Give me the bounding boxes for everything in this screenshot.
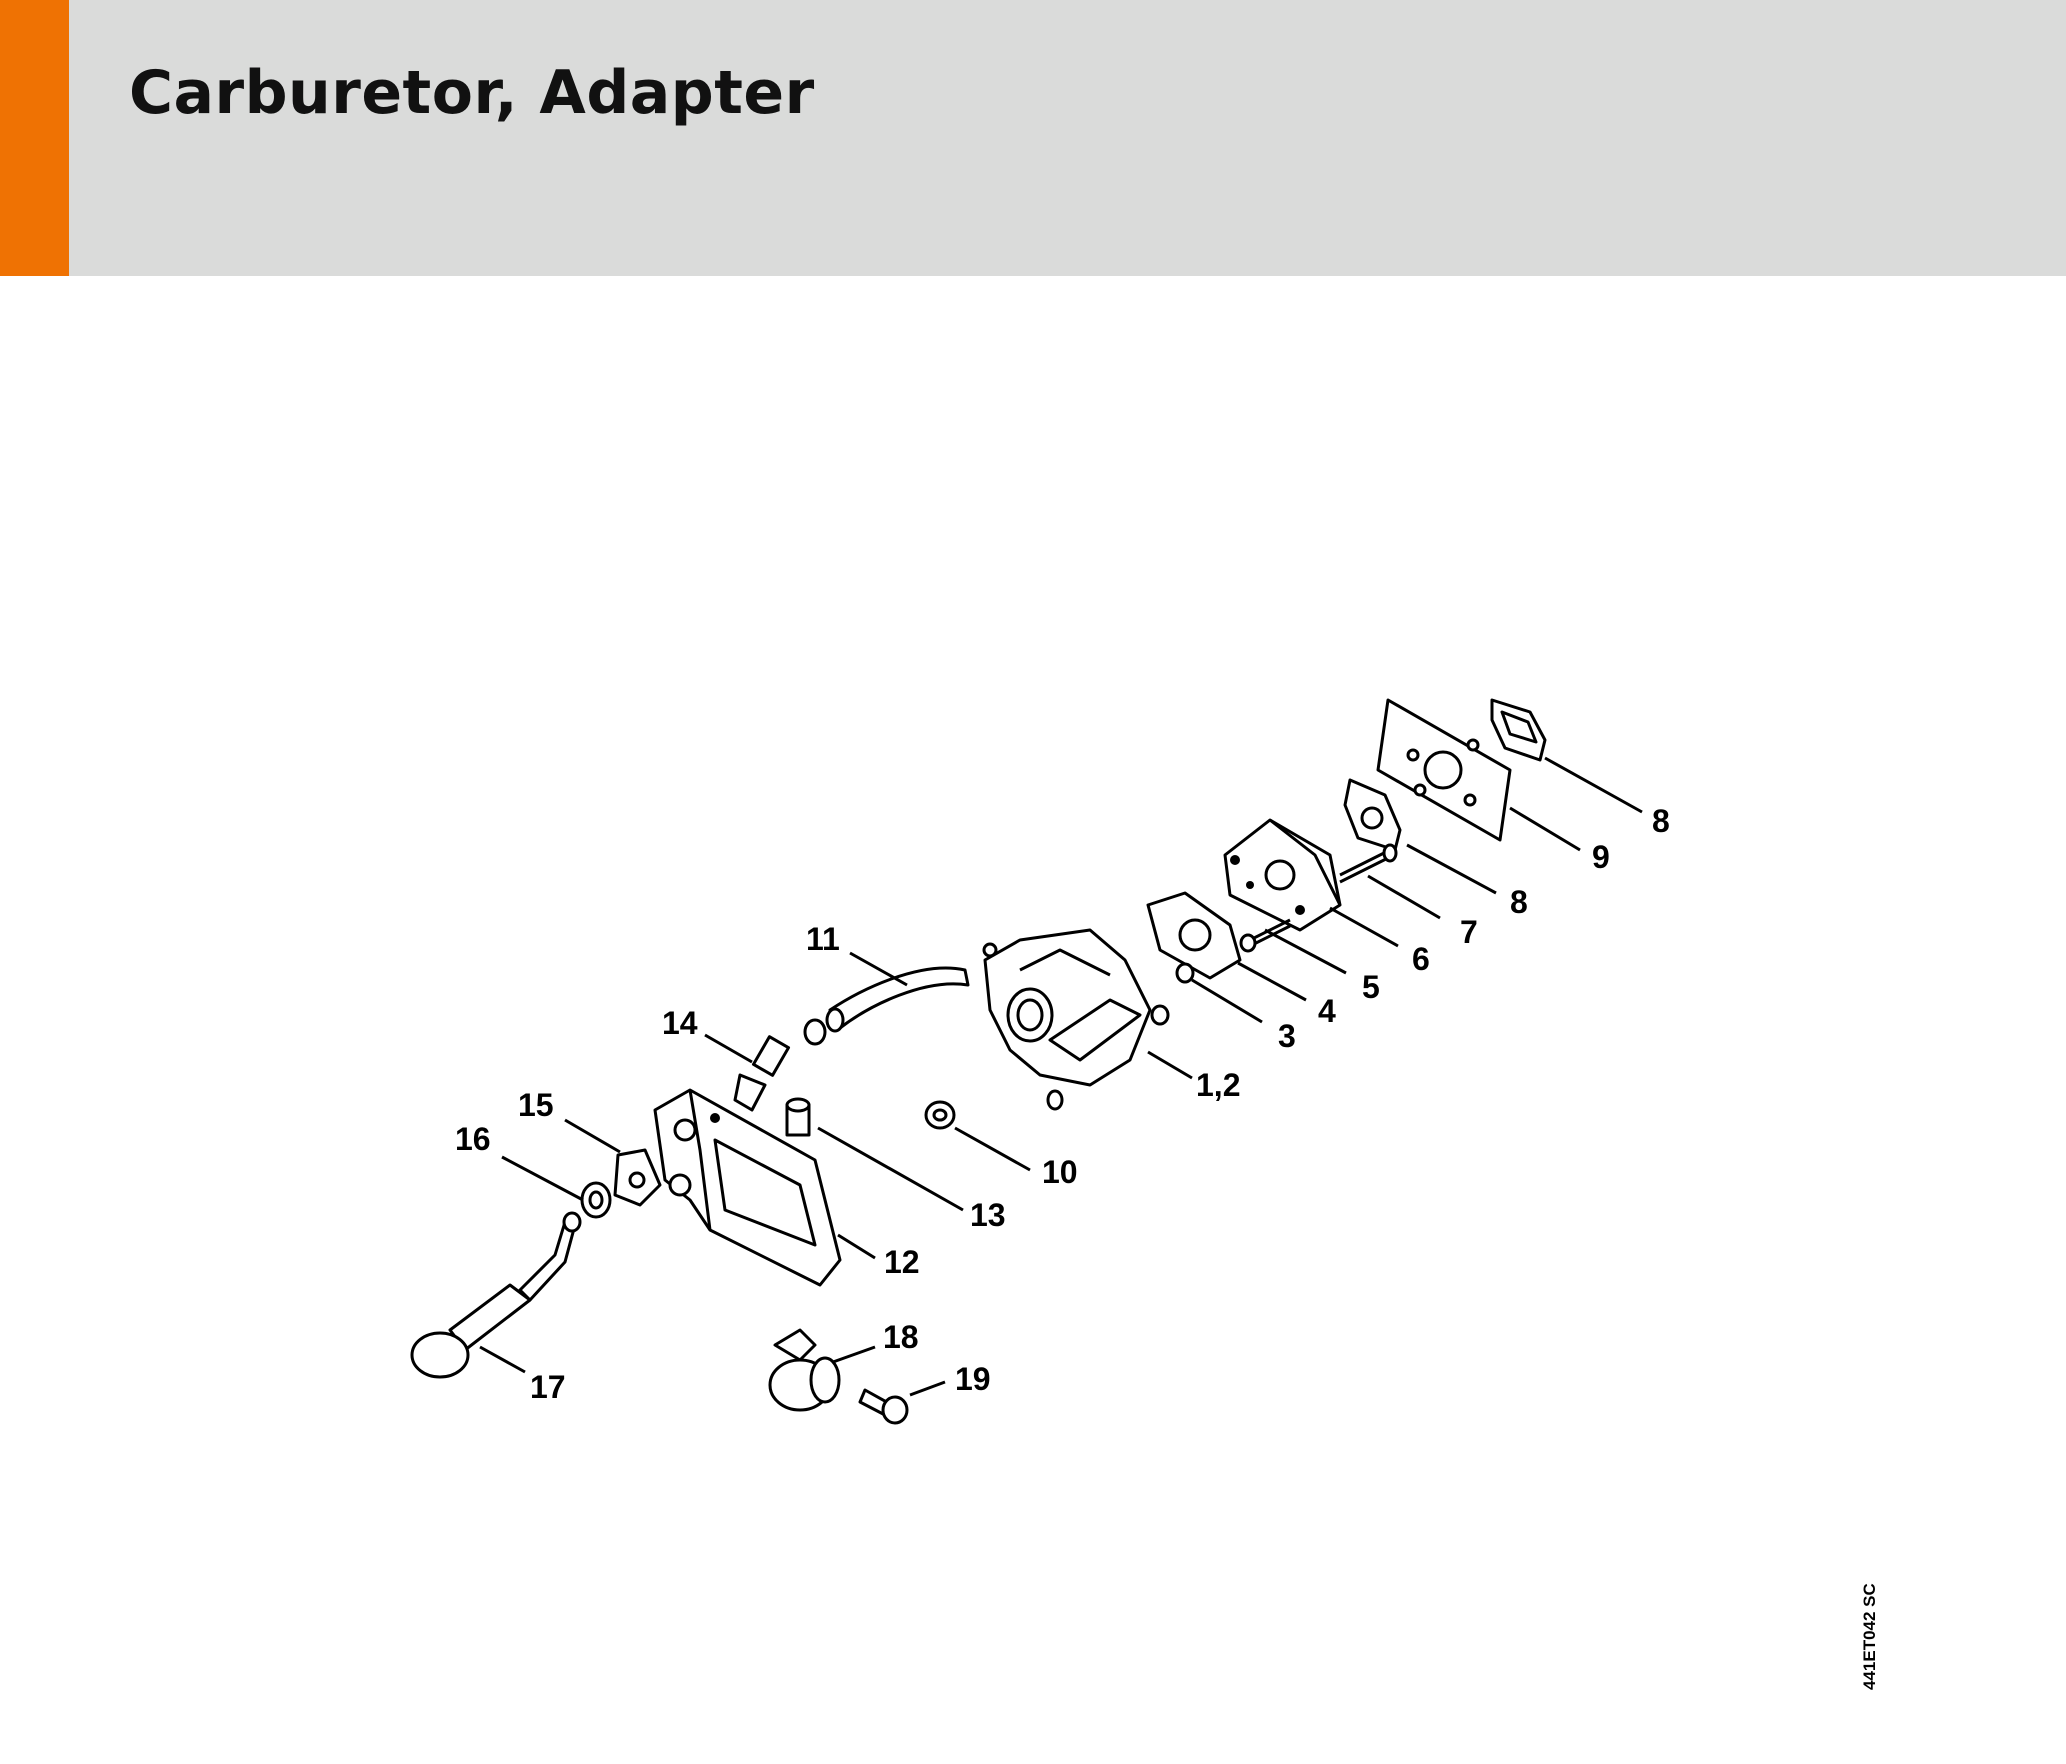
accent-bar (0, 0, 69, 276)
leader-7 (1367, 874, 1441, 920)
leader-8a (1544, 756, 1643, 814)
part-11-hose (825, 966, 970, 1033)
callout-5: 5 (1362, 969, 1380, 1005)
leader-19 (909, 1380, 946, 1397)
part-5-screw (1239, 918, 1291, 953)
part-14-fitting (733, 1018, 827, 1112)
callout-19: 19 (955, 1361, 991, 1397)
part-6-adapter-block (1223, 818, 1342, 932)
leader-15 (564, 1118, 621, 1154)
leader-18 (832, 1345, 876, 1364)
leader-4 (1237, 961, 1307, 1002)
part-18-clamp (768, 1328, 841, 1412)
drawing-code: 441ET042 SC (1860, 1583, 1879, 1690)
part-10-nut (924, 1100, 956, 1130)
callout-4: 4 (1318, 993, 1336, 1029)
callout-7: 7 (1460, 914, 1478, 950)
page-header: Carburetor, Adapter (0, 0, 2066, 276)
callout-9: 9 (1592, 839, 1610, 875)
leader-17 (479, 1345, 526, 1374)
leader-14 (704, 1033, 753, 1064)
callout-18: 18 (883, 1319, 919, 1355)
part-8-gasket-upper (1490, 698, 1547, 762)
page-title: Carburetor, Adapter (129, 58, 815, 128)
callout-8-upper: 8 (1652, 803, 1670, 839)
leader-5 (1264, 928, 1347, 975)
leader-13 (817, 1126, 964, 1212)
leader-9 (1509, 806, 1581, 852)
callout-15: 15 (518, 1087, 554, 1123)
part-3-sleeve (1175, 962, 1195, 984)
callout-6: 6 (1412, 941, 1430, 977)
part-15-gasket (613, 1148, 662, 1207)
callout-10: 10 (1042, 1154, 1078, 1190)
leader-8b (1406, 843, 1497, 895)
callout-11: 11 (806, 921, 840, 957)
leader-1-2 (1147, 1050, 1193, 1080)
callout-3: 3 (1278, 1018, 1296, 1054)
callout-1-2: 1,2 (1196, 1067, 1240, 1103)
callout-14: 14 (662, 1005, 698, 1041)
leader-10 (954, 1126, 1031, 1172)
callout-12: 12 (884, 1244, 920, 1280)
callout-16: 16 (455, 1121, 491, 1157)
part-7-stud (1339, 843, 1398, 884)
part-12-manifold (653, 1088, 842, 1287)
part-16-grommet (580, 1181, 612, 1219)
leader-11 (849, 951, 908, 987)
part-9-plate (1376, 698, 1512, 842)
part-17-pickup-body (410, 1211, 582, 1379)
leader-12 (837, 1233, 876, 1260)
part-19-screw (858, 1388, 909, 1425)
leader-16 (501, 1155, 584, 1202)
callout-13: 13 (970, 1197, 1006, 1233)
part-13-screw (785, 1097, 811, 1137)
callout-17: 17 (530, 1369, 566, 1405)
part-8-gasket-lower (1343, 778, 1402, 852)
leader-6 (1329, 906, 1399, 948)
part-1-2-carburetor (982, 928, 1170, 1111)
leader-3 (1191, 978, 1263, 1024)
callout-8-lower: 8 (1510, 884, 1528, 920)
part-4-gasket (1146, 891, 1242, 980)
